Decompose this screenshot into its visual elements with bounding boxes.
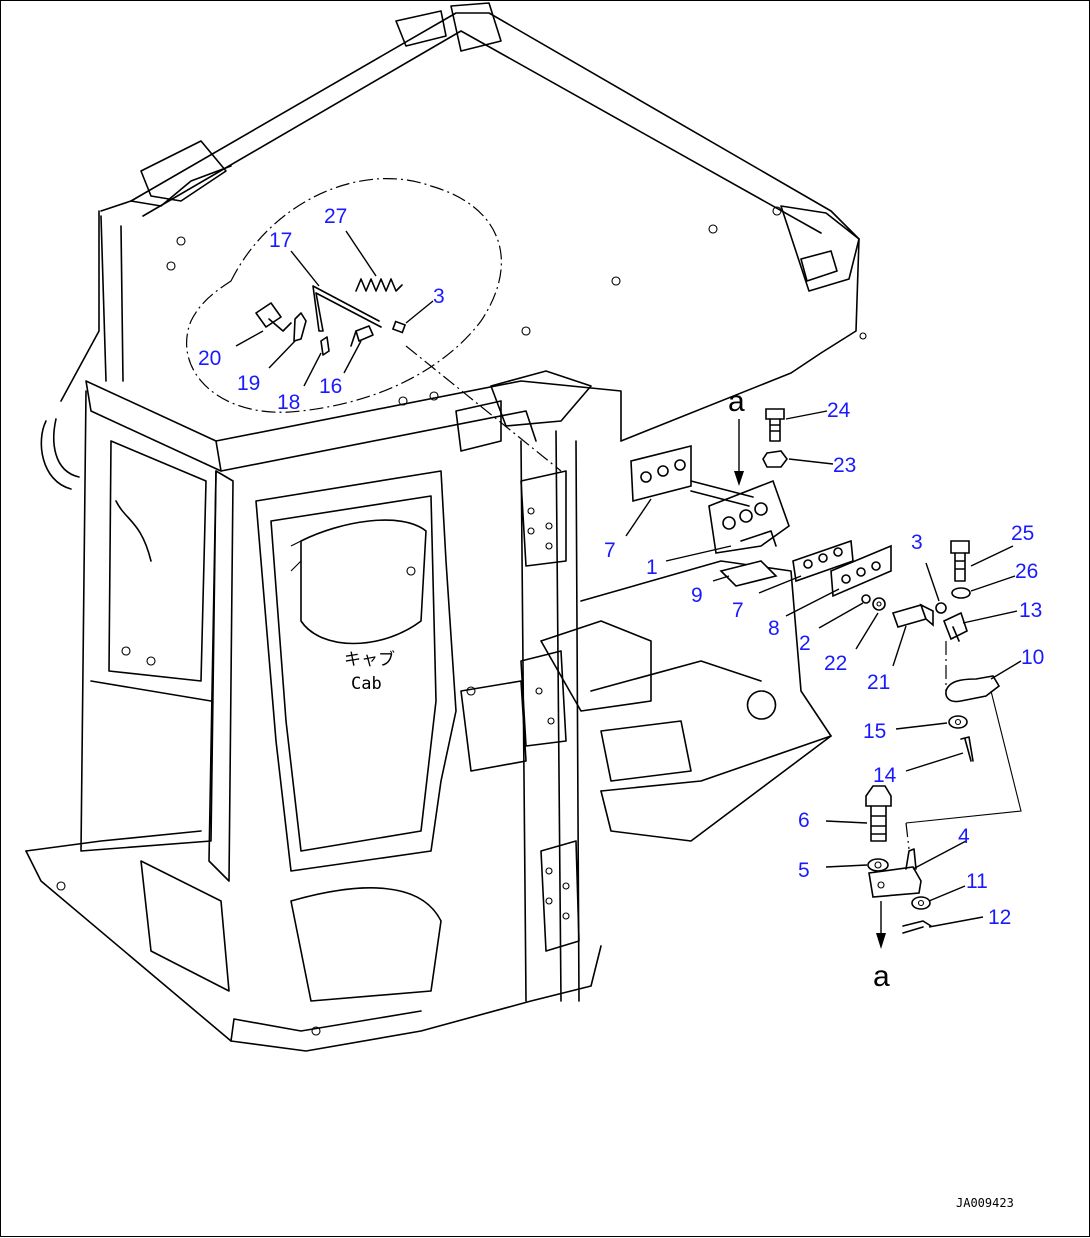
callout-5: 5 <box>798 859 810 882</box>
reference-letter-top: a <box>728 385 745 418</box>
callout-15: 15 <box>863 720 886 743</box>
callout-17: 17 <box>269 229 292 252</box>
detail-parts <box>255 278 407 356</box>
callout-6: 6 <box>798 809 810 832</box>
callout-9: 9 <box>691 584 703 607</box>
cab-body <box>25 2 860 1052</box>
callout-11: 11 <box>966 870 988 893</box>
callout-13: 13 <box>1019 599 1042 622</box>
spring-27 <box>355 278 403 292</box>
callout-2: 2 <box>799 632 811 655</box>
callout-19: 19 <box>237 372 260 395</box>
callout-25: 25 <box>1011 522 1034 545</box>
detail-outline <box>186 178 502 413</box>
leader-lines <box>235 230 1022 928</box>
callout-12: 12 <box>988 906 1011 929</box>
drawing-code: JA009423 <box>956 1196 1014 1210</box>
bolt-dots <box>56 206 867 1036</box>
detail-leader-line <box>405 345 562 472</box>
callout-3-detail: 3 <box>433 285 445 308</box>
cab-label-en: Cab <box>351 674 382 694</box>
callout-22: 22 <box>824 652 847 675</box>
callout-23: 23 <box>833 454 856 477</box>
callout-27: 27 <box>324 205 347 228</box>
callout-7-upper: 7 <box>604 539 616 562</box>
callout-10: 10 <box>1021 646 1044 669</box>
callout-1: 1 <box>646 556 658 579</box>
callout-4: 4 <box>958 825 970 848</box>
callout-21: 21 <box>867 671 890 694</box>
callout-3-right: 3 <box>911 531 923 554</box>
exploded-parts: a <box>630 385 1022 993</box>
callout-18: 18 <box>277 391 300 414</box>
callout-24: 24 <box>827 399 851 422</box>
reference-letter-bottom: a <box>873 960 890 993</box>
callout-26: 26 <box>1015 560 1038 583</box>
callout-14: 14 <box>873 764 897 787</box>
callout-16: 16 <box>319 375 342 398</box>
cab-label-jp: キャブ <box>344 649 395 670</box>
callout-20: 20 <box>198 347 221 370</box>
callout-8: 8 <box>768 617 780 640</box>
callout-labels: 27 17 3 20 19 18 16 24 23 7 1 9 7 8 2 22… <box>198 205 1044 929</box>
callout-7-lower: 7 <box>732 599 744 622</box>
